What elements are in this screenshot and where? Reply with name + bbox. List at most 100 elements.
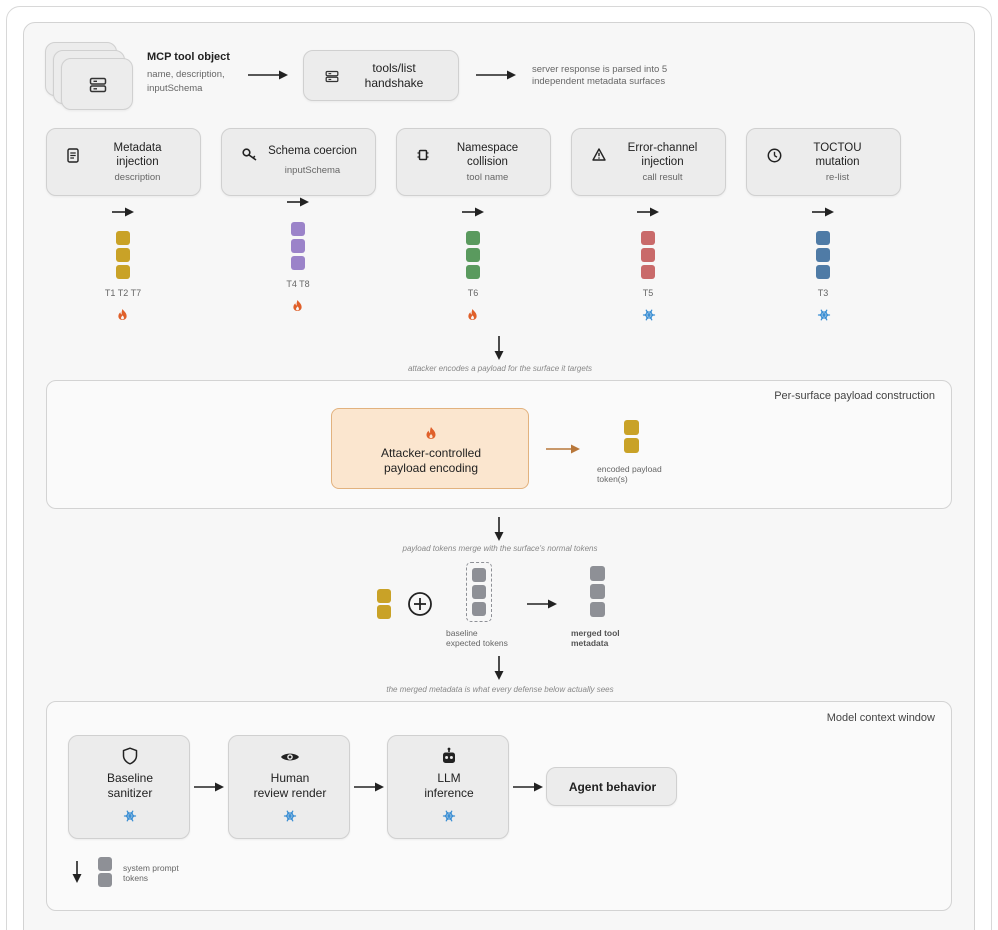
baseline-tokens-frame <box>466 562 492 622</box>
system-token-1 <box>98 857 112 871</box>
surface-arrow <box>287 197 309 207</box>
handshake-line2: handshake <box>364 76 424 90</box>
encoded-token-2 <box>624 438 639 453</box>
surface-token <box>291 239 305 253</box>
object-fields-line2: inputSchema <box>147 83 203 94</box>
merged-label-line2: metadata <box>571 638 609 648</box>
eye-icon <box>281 753 299 761</box>
clock-icon <box>767 148 782 163</box>
server-object-card <box>61 58 133 110</box>
defense-3-line1: LLM <box>437 771 461 785</box>
surface-title-line: TOCTOU <box>813 142 862 154</box>
surface-card: TOCTOU mutation re-list <box>746 128 901 196</box>
surface-title-line: injection <box>641 156 684 168</box>
snowflake-icon <box>283 809 297 823</box>
shield-icon <box>122 747 138 765</box>
defense-2-line2: review render <box>253 786 327 800</box>
arrow-down-system <box>72 861 82 883</box>
surface-token <box>641 248 655 262</box>
arrow-to-encoded <box>546 444 580 454</box>
surface-token <box>816 265 830 279</box>
arrow-to-response <box>476 70 516 80</box>
system-token-2 <box>98 873 112 887</box>
defense-1-line2: sanitizer <box>107 786 153 800</box>
sees-note: the merged metadata is what every defens… <box>386 685 614 694</box>
arrow-to-handshake <box>248 70 288 80</box>
surface-subtitle: tool name <box>466 172 509 183</box>
surface-card: Schema coercion inputSchema <box>221 128 376 196</box>
defense-1-line1: Baseline <box>106 771 154 785</box>
payload-box-line1: Attacker-controlled <box>380 446 482 460</box>
surface-tags: T3 <box>817 288 829 298</box>
merged-label-line1: merged tool <box>571 628 620 638</box>
surface-token <box>116 248 130 262</box>
surface-token <box>641 265 655 279</box>
flame-icon <box>117 308 128 321</box>
agent-behavior-label: Agent behavior <box>568 780 657 794</box>
surface-token <box>116 231 130 245</box>
plus-circle-icon <box>408 592 432 616</box>
merged-token-1 <box>590 566 605 581</box>
baseline-token-3 <box>472 602 486 616</box>
surface-subtitle: description <box>114 172 161 183</box>
encoded-token-1 <box>624 420 639 435</box>
surface-subtitle: re-list <box>825 172 850 183</box>
server-icon <box>325 70 339 83</box>
surface-arrow <box>637 207 659 217</box>
flame-icon <box>426 427 436 439</box>
surface-token <box>116 265 130 279</box>
flame-icon <box>292 299 303 312</box>
surface-token <box>466 231 480 245</box>
baseline-token-1 <box>472 568 486 582</box>
baseline-token-2 <box>472 585 486 599</box>
snowflake-icon <box>123 809 137 823</box>
object-title: MCP tool object <box>147 51 230 63</box>
agent-behavior-box: Agent behavior <box>546 767 677 806</box>
arrow-defense-1-2 <box>194 782 224 792</box>
surface-tags: T5 <box>642 288 654 298</box>
surface-arrow <box>812 207 834 217</box>
server-icon <box>89 77 107 93</box>
system-label-line2: tokens <box>123 873 149 883</box>
surface-title-line: Namespace <box>456 142 519 154</box>
surface-subtitle: inputSchema <box>284 165 341 176</box>
warning-icon <box>592 148 606 161</box>
defense-2-line1: Human <box>270 771 310 785</box>
payload-encoding-box: Attacker-controlled payload encoding <box>331 408 529 489</box>
chip-icon <box>417 148 429 162</box>
arrow-down-encode <box>494 336 504 360</box>
surface-title-line: Error-channel <box>627 142 698 154</box>
snowflake-icon <box>442 809 456 823</box>
defense-box-review: Human review render <box>228 735 350 839</box>
document-icon <box>67 148 79 163</box>
surface-title-line: injection <box>116 156 159 168</box>
object-fields-line1: name, description, <box>147 69 225 80</box>
surface-title-line: Schema coercion <box>268 145 357 157</box>
handshake-box: tools/list handshake <box>303 50 459 101</box>
arrow-defense-2-3 <box>354 782 384 792</box>
arrow-defense-3-agent <box>513 782 543 792</box>
surface-title-line: collision <box>467 156 508 168</box>
encoded-label-line2: token(s) <box>597 474 628 484</box>
payload-box-line2: payload encoding <box>383 461 479 475</box>
context-section-label: Model context window <box>826 712 935 724</box>
surface-tags: T4 T8 <box>286 279 310 289</box>
merged-token-3 <box>590 602 605 617</box>
surface-token <box>816 248 830 262</box>
snowflake-icon <box>642 308 656 322</box>
surface-tags: T6 <box>467 288 479 298</box>
surface-arrow <box>462 207 484 217</box>
encode-note: attacker encodes a payload for the surfa… <box>407 364 593 373</box>
payload-section-label: Per-surface payload construction <box>774 390 935 402</box>
surface-arrow <box>112 207 134 217</box>
arrow-to-merged <box>527 599 557 609</box>
defense-box-llm: LLM inference <box>387 735 509 839</box>
arrow-down-sees <box>494 656 504 680</box>
response-note-line2: independent metadata surfaces <box>532 76 666 87</box>
surface-token <box>466 248 480 262</box>
surface-title-line: mutation <box>815 156 860 168</box>
handshake-line1: tools/list <box>372 61 416 75</box>
snowflake-icon <box>817 308 831 322</box>
